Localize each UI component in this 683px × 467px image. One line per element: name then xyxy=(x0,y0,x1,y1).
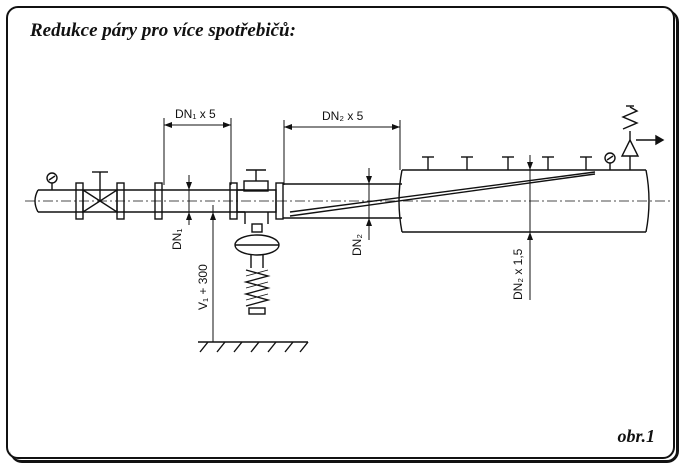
safety-valve-icon xyxy=(620,105,665,170)
ground-hatch xyxy=(198,341,309,353)
dim-label-dn2: DN₂ xyxy=(350,234,364,256)
dim-label-dn1: DN₁ xyxy=(170,229,184,250)
header-gauge-icon xyxy=(604,152,616,170)
outlet-icon xyxy=(422,156,434,170)
dim-label-dn2x15: DN₂ x 1,5 xyxy=(511,248,525,300)
reducing-valve-icon xyxy=(234,169,280,315)
flange xyxy=(154,182,163,220)
steam-header xyxy=(289,169,650,233)
figure-title: Redukce páry pro více spotřebičů: xyxy=(30,20,296,41)
gate-valve-icon xyxy=(82,171,118,214)
frame-shadow xyxy=(10,10,679,463)
outlet-icon xyxy=(542,156,554,170)
dim-label-dn1x5: DN₁ x 5 xyxy=(175,107,216,121)
figure-frame xyxy=(6,6,675,459)
figure-number: obr.1 xyxy=(617,426,655,446)
outlet-icon xyxy=(502,156,514,170)
inlet-gauge-icon xyxy=(46,172,58,190)
outlet-icon xyxy=(461,156,473,170)
dim-label-v1300: V₁ + 300 xyxy=(196,264,210,310)
outlet-icon xyxy=(580,156,592,170)
dim-label-dn2x5: DN₂ x 5 xyxy=(322,109,364,123)
